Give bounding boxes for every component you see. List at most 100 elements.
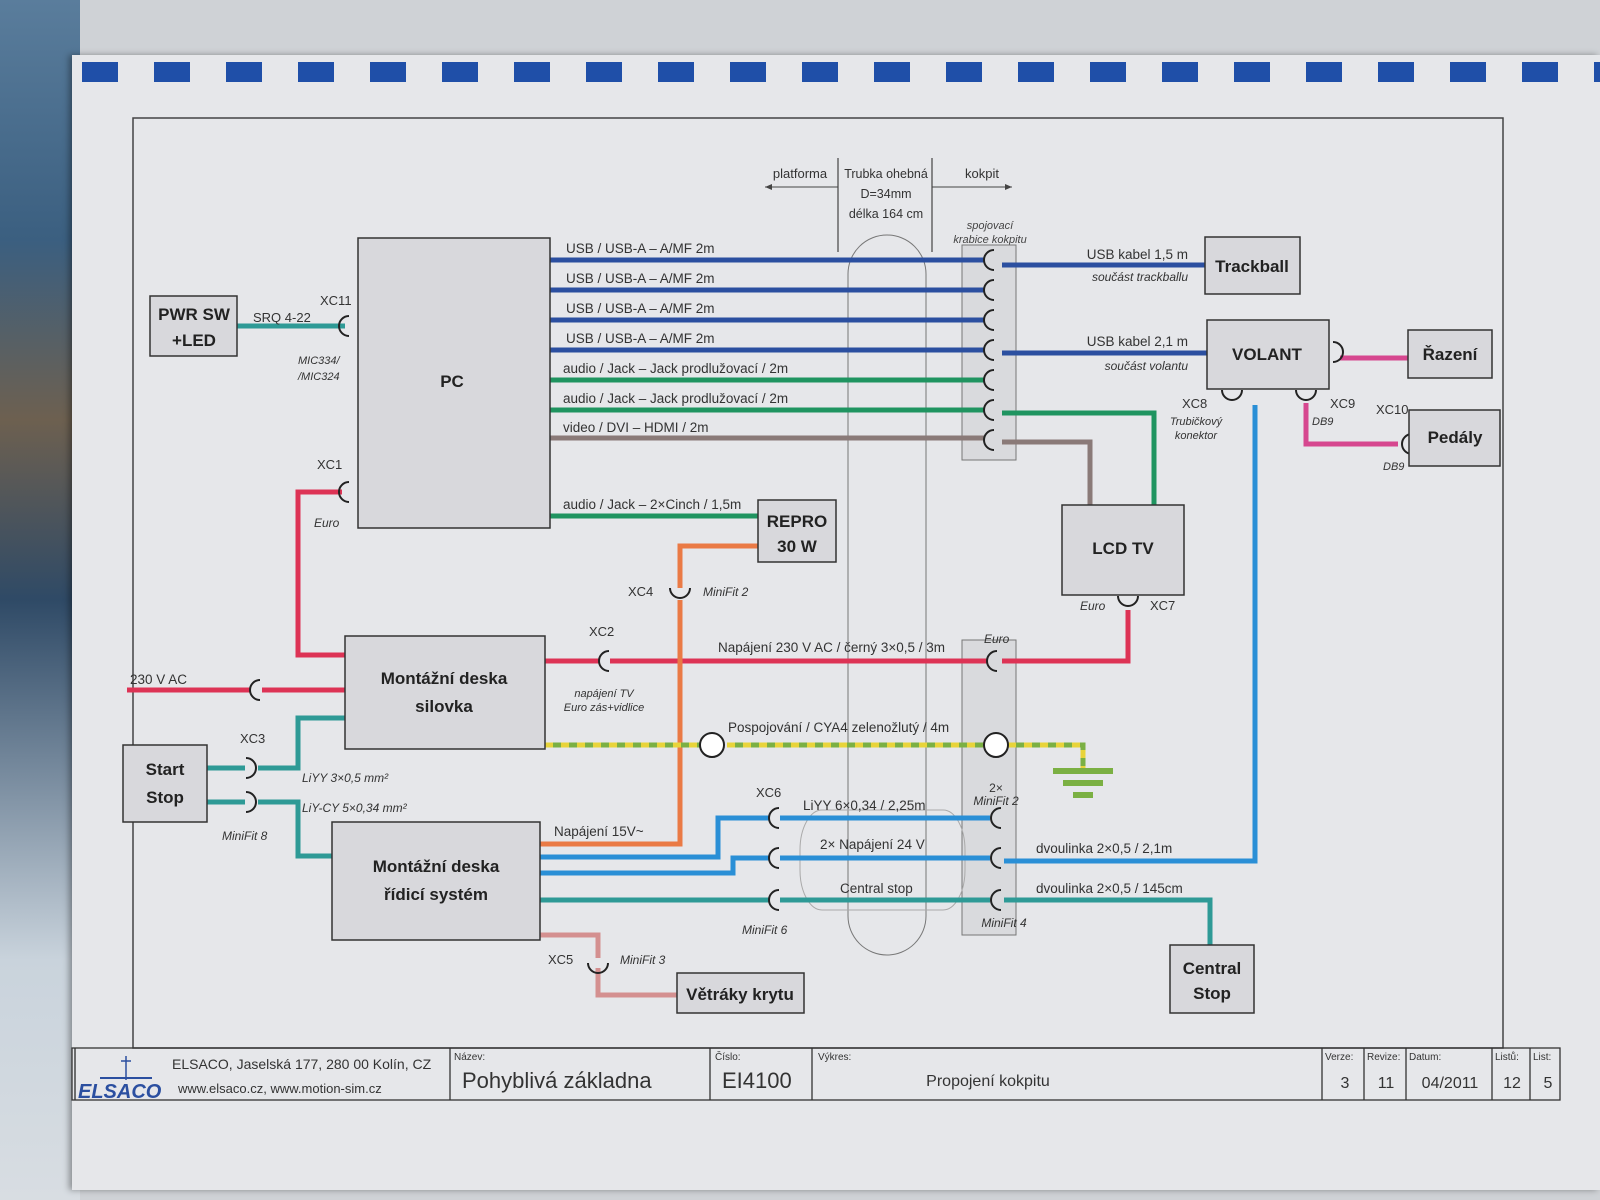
binding-hole	[298, 62, 334, 82]
binding-hole	[1162, 62, 1198, 82]
sheet-value: 5	[1544, 1075, 1553, 1092]
connector-xc4-icon	[669, 587, 691, 599]
binding-hole	[802, 62, 838, 82]
title-block	[71, 1047, 1561, 1101]
label-pedaly: Pedály	[1428, 428, 1483, 447]
binding-hole	[154, 62, 190, 82]
cable-label-usb-4: USB / USB-A – A/MF 2m	[566, 331, 715, 346]
arrow-right-icon	[1005, 184, 1012, 190]
label-xc3-type: MiniFit 8	[222, 829, 268, 843]
label-xc10: XC10	[1376, 402, 1409, 417]
spiral-binding	[82, 62, 1600, 82]
label-xc2: XC2	[589, 624, 614, 639]
wire-power-pc	[295, 489, 345, 658]
label-xc2-note-1: napájení TV	[574, 688, 635, 700]
label-xc1-type: Euro	[314, 516, 340, 530]
cable-label-mains: 230 V AC	[130, 672, 187, 687]
flexible-tube	[847, 234, 927, 956]
cable-label-repro-audio: audio / Jack – 2×Cinch / 1,5m	[563, 497, 741, 512]
binding-hole	[370, 62, 406, 82]
label-repro-2: 30 W	[777, 537, 818, 556]
junction-video-icon	[983, 429, 995, 451]
label-xc10-type: DB9	[1383, 461, 1404, 473]
drawing-value: Propojení kokpitu	[926, 1073, 1050, 1090]
wire-volant-xc8	[1004, 405, 1258, 864]
connector-xc9-icon	[1295, 389, 1317, 401]
binding-hole	[1306, 62, 1342, 82]
cable-label-dvoulinka-1: dvoulinka 2×0,5 / 2,1m	[1036, 841, 1172, 856]
wire-24v-1	[540, 815, 770, 860]
label-ridici-2: řídicí systém	[384, 885, 488, 904]
label-xc6: XC6	[756, 785, 781, 800]
junction-24v-a-icon	[990, 807, 1002, 829]
junction-usb-3-icon	[983, 309, 995, 331]
box-razeni	[1407, 329, 1493, 379]
label-trackball: Trackball	[1215, 257, 1289, 276]
cable-label-trackball-usb: USB kabel 1,5 m	[1087, 247, 1188, 262]
box-start-stop	[122, 744, 208, 823]
box-montazni-silovka	[344, 635, 546, 750]
ground-icon	[1053, 768, 1113, 798]
sheets-value: 12	[1503, 1075, 1521, 1092]
number-label: Číslo:	[715, 1050, 741, 1063]
version-label: Verze:	[1325, 1052, 1353, 1063]
wire-pedaly	[1303, 403, 1398, 447]
binding-hole	[1378, 62, 1414, 82]
paper-sheet	[72, 55, 1600, 1190]
binding-hole	[1450, 62, 1486, 82]
wire-fan-2	[595, 968, 680, 998]
label-silovka-2: silovka	[415, 697, 473, 716]
cable-label-volant-note: součást volantu	[1105, 359, 1189, 373]
label-central-stop-1: Central	[1183, 959, 1242, 978]
name-label: Název:	[454, 1052, 485, 1063]
company-address: ELSACO, Jaselská 177, 280 00 Kolín, CZ	[172, 1056, 432, 1072]
connector-xc5-icon	[587, 962, 609, 974]
cable-label-ground: Pospojování / CYA4 zelenožlutý / 4m	[728, 720, 949, 735]
wire-central-stop-3	[1004, 897, 1213, 945]
label-xc7-type: Euro	[1080, 599, 1106, 613]
junction-box-label-2: krabice kokpitu	[953, 234, 1026, 246]
junction-usb-1-icon	[983, 249, 995, 271]
label-xc11-type-1: MIC334/	[298, 355, 341, 367]
label-volant: VOLANT	[1232, 345, 1303, 364]
drawing-label: Výkres:	[818, 1052, 851, 1063]
label-xc8: XC8	[1182, 396, 1207, 411]
label-ridici-1: Montážní deska	[373, 857, 500, 876]
wire-fan	[540, 932, 601, 958]
elsaco-logo: ELSACO	[78, 1056, 162, 1103]
label-box-minifit2-1: 2×	[989, 781, 1003, 795]
cable-label-audio-1: audio / Jack – Jack prodlužovací / 2m	[563, 361, 788, 376]
binding-hole	[586, 62, 622, 82]
label-xc2-note-2: Euro zás+vidlice	[564, 702, 644, 714]
binding-hole	[874, 62, 910, 82]
wire-15v	[540, 600, 683, 847]
cockpit-label: kokpit	[965, 166, 999, 181]
label-stop: Stop	[146, 788, 184, 807]
label-xc11: XC11	[320, 293, 352, 308]
wire-startstop-1b	[258, 715, 345, 771]
binding-hole	[1018, 62, 1054, 82]
arrow-left-icon	[765, 184, 772, 190]
cable-label-video: video / DVI – HDMI / 2m	[563, 420, 709, 435]
cable-label-tv-power: Napájení 230 V AC / černý 3×0,5 / 3m	[718, 640, 945, 655]
version-value: 3	[1341, 1075, 1350, 1092]
cable-label-central-stop: Central stop	[840, 881, 913, 896]
cable-label-24v: 2× Napájení 24 V	[820, 837, 925, 852]
company-web: www.elsaco.cz, www.motion-sim.cz	[177, 1081, 382, 1096]
cable-label-trackball-note: součást trackballu	[1092, 270, 1188, 284]
binding-hole	[730, 62, 766, 82]
binding-hole	[442, 62, 478, 82]
name-value: Pohyblivá základna	[462, 1068, 652, 1093]
wire-video-tv	[1002, 439, 1093, 505]
label-repro-1: REPRO	[767, 512, 827, 531]
wire-24v-2	[540, 855, 770, 876]
box-trackball	[1204, 236, 1301, 295]
wire-power-tv-2	[1002, 610, 1131, 664]
label-central-stop-2: Stop	[1193, 984, 1231, 1003]
label-box-minifit4: MiniFit 4	[981, 916, 1027, 930]
tube-label-2: D=34mm	[860, 187, 911, 201]
wire-ground	[545, 742, 1086, 768]
connector-xc6-b-icon	[768, 847, 780, 869]
date-value: 04/2011	[1422, 1075, 1479, 1092]
